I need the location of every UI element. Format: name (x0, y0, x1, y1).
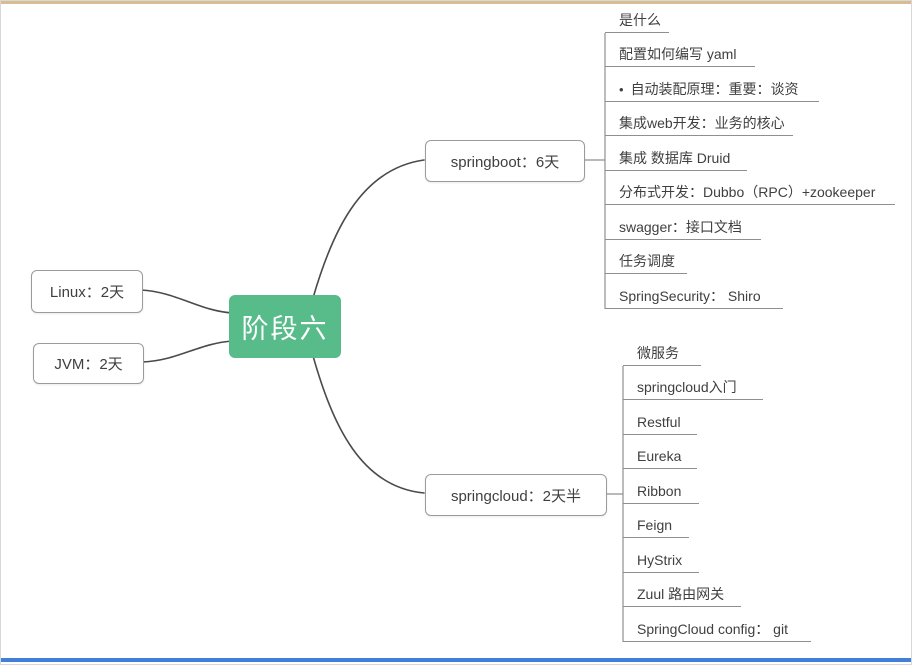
subtopic-item[interactable]: 微服务 (623, 344, 701, 366)
subtopic-item[interactable]: Ribbon (623, 482, 699, 504)
subtopic-label: 配置如何编写 yaml (619, 46, 737, 62)
central-topic[interactable]: 阶段六 (229, 295, 341, 358)
subtopic-label: Ribbon (637, 483, 682, 499)
central-topic-label: 阶段六 (241, 314, 329, 344)
subtopic-label: springcloud入门 (637, 379, 737, 395)
curve-central-springboot (312, 159, 425, 299)
topic-springcloud[interactable]: springcloud：2天半 (425, 474, 607, 516)
subtopic-label: 任务调度 (619, 253, 675, 269)
subtopic-item[interactable]: • 自动装配原理：重要：谈资 (605, 80, 819, 102)
subtopic-label: swagger：接口文档 (619, 219, 742, 235)
curve-central-jvm (141, 340, 234, 363)
bullet-icon: • (619, 82, 624, 97)
subtopic-label: 分布式开发：Dubbo（RPC）+zookeeper (619, 184, 876, 200)
subtopic-item[interactable]: swagger：接口文档 (605, 218, 761, 240)
subtopic-item[interactable]: HyStrix (623, 551, 699, 573)
top-edge-strip (1, 1, 911, 4)
subtopic-label: HyStrix (637, 552, 683, 568)
topic-label: springcloud：2天半 (450, 487, 582, 505)
subtopic-label: 是什么 (619, 12, 661, 28)
topic-jvm[interactable]: JVM：2天 (33, 343, 144, 384)
subtopic-item[interactable]: 任务调度 (605, 252, 687, 274)
subtopic-label: 微服务 (637, 345, 679, 361)
bottom-edge-strip (1, 658, 911, 662)
subtopic-label: Eureka (637, 448, 682, 464)
subtopic-item[interactable]: Feign (623, 516, 689, 538)
curve-central-linux (140, 289, 234, 314)
subtopic-item[interactable]: 配置如何编写 yaml (605, 45, 755, 67)
subtopic-label: 集成 数据库 Druid (619, 150, 731, 166)
subtopic-item[interactable]: 分布式开发：Dubbo（RPC）+zookeeper (605, 183, 895, 205)
topic-label: springboot：6天 (450, 153, 560, 171)
subtopic-label: Feign (637, 517, 673, 533)
topic-linux[interactable]: Linux：2天 (31, 270, 143, 313)
subtopic-label: 自动装配原理：重要：谈资 (630, 81, 799, 97)
subtopic-item[interactable]: SpringSecurity： Shiro (605, 287, 783, 309)
curve-central-springcloud (312, 355, 425, 494)
subtopic-item[interactable]: springcloud入门 (623, 378, 763, 400)
subtopic-item[interactable]: SpringCloud config： git (623, 620, 811, 642)
topic-springboot[interactable]: springboot：6天 (425, 140, 585, 182)
subtopic-item[interactable]: Zuul 路由网关 (623, 585, 741, 607)
subtopic-label: 集成web开发：业务的核心 (619, 115, 785, 131)
subtopic-item[interactable]: 是什么 (605, 11, 669, 33)
subtopic-item[interactable]: 集成web开发：业务的核心 (605, 114, 793, 136)
subtopic-label: Restful (637, 414, 681, 430)
subtopic-label: Zuul 路由网关 (637, 586, 725, 602)
subtopic-label: SpringCloud config： git (637, 621, 788, 637)
subtopic-label: SpringSecurity： Shiro (619, 288, 761, 304)
topic-label: JVM：2天 (54, 356, 123, 373)
topic-label: Linux：2天 (49, 284, 125, 301)
subtopic-item[interactable]: Restful (623, 413, 697, 435)
subtopic-item[interactable]: Eureka (623, 447, 697, 469)
subtopic-item[interactable]: 集成 数据库 Druid (605, 149, 747, 171)
